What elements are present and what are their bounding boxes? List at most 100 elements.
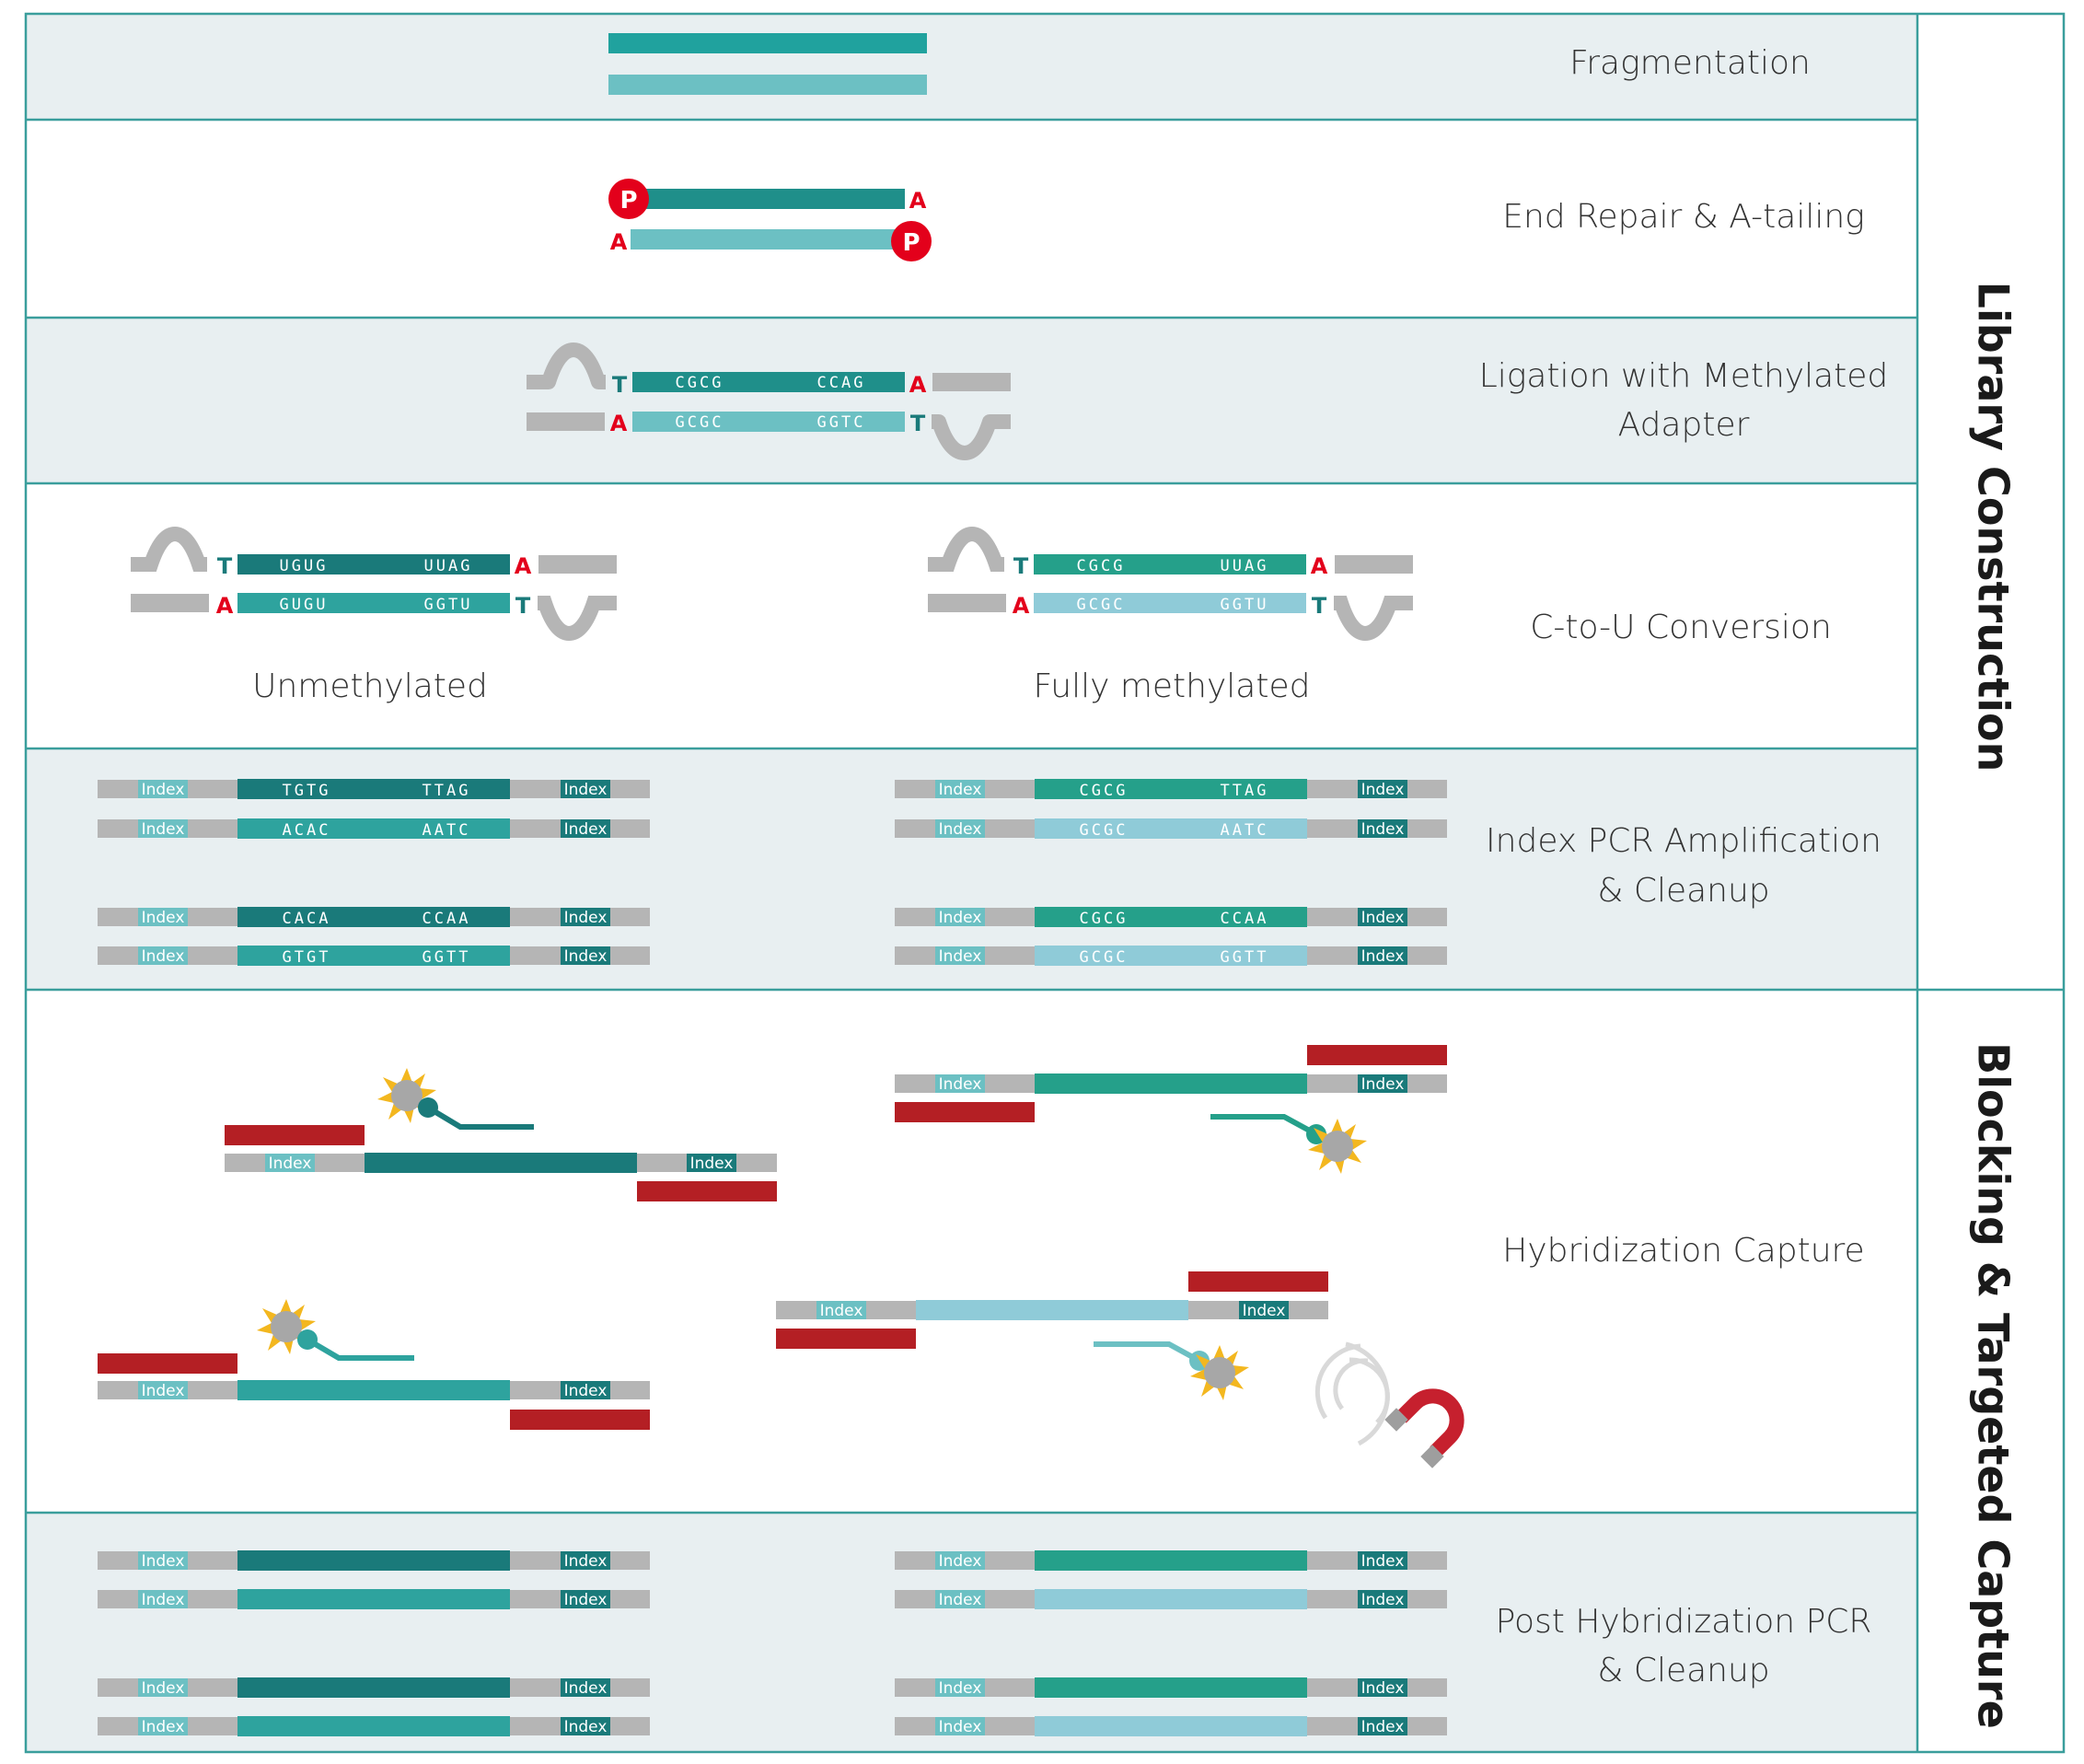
post-index-label: Index xyxy=(939,1679,982,1698)
pcr-index-tag-left xyxy=(935,780,985,798)
me-bottom-seq-left: GCGC xyxy=(1077,596,1126,614)
index-pcr-methylated: Index CGCG TTAG Index Index GCGC AATC In… xyxy=(895,779,1447,967)
step-fragmentation: Fragmentation xyxy=(1569,44,1811,82)
grid-lines xyxy=(24,12,2066,1754)
pcr-seq-right: GGTT xyxy=(423,948,471,967)
lig-top-strand xyxy=(632,372,905,392)
post-un-strand-4: Index Index xyxy=(98,1716,650,1736)
un-t-bottom: T xyxy=(515,593,531,619)
un-t-top: T xyxy=(217,553,233,579)
biotin-probe xyxy=(1094,1341,1201,1364)
post-index-label: Index xyxy=(142,1552,185,1571)
post-me-strand-4: Index Index xyxy=(895,1716,1447,1736)
blocker-oligo xyxy=(225,1125,365,1145)
post-insert xyxy=(237,1589,510,1609)
post-insert xyxy=(237,1550,510,1571)
post-un-strand-2: Index Index xyxy=(98,1589,650,1609)
post-hyb-methylated: Index Index Index Index Index Index xyxy=(895,1550,1447,1736)
fragment-top-strand xyxy=(608,33,927,53)
pcr-seq-left: CACA xyxy=(283,910,331,928)
step-labels: Fragmentation End Repair & A-tailing Lig… xyxy=(1479,44,1889,1689)
pcr-un-strand-2: Index ACAC AATC Index xyxy=(98,818,650,840)
pcr-un-strand-1: Index TGTG TTAG Index xyxy=(98,779,650,800)
hyb-index-label: Index xyxy=(690,1155,734,1173)
hyb-insert xyxy=(237,1380,510,1400)
hyb-insert xyxy=(365,1153,637,1173)
pcr-index-label-right: Index xyxy=(564,909,608,927)
band-fragmentation xyxy=(26,14,1917,120)
pcr-seq-right: AATC xyxy=(1221,821,1269,840)
un-adapter-loop-top xyxy=(131,526,207,572)
label-fully-methylated: Fully methylated xyxy=(1034,667,1311,705)
me-t-top: T xyxy=(1013,553,1029,579)
pcr-index-tag-left xyxy=(935,946,985,965)
me-adapter-bar-bottom xyxy=(928,594,1006,612)
hyb-index-label: Index xyxy=(939,1075,982,1094)
blocker-oligo xyxy=(637,1181,777,1201)
pcr-index-tag-left xyxy=(138,780,188,798)
step-post-hyb-line1: Post Hybridization PCR xyxy=(1496,1603,1872,1641)
step-ligation-line2: Adapter xyxy=(1618,406,1750,444)
un-adapter-loop-bottom xyxy=(538,596,617,642)
blocker-oligo xyxy=(98,1353,237,1374)
pcr-seq-right: AATC xyxy=(423,821,471,840)
hyb-index-label: Index xyxy=(1243,1302,1286,1320)
pcr-index-tag-right xyxy=(1358,908,1407,926)
biotin-icon xyxy=(297,1329,318,1350)
post-index-label: Index xyxy=(1361,1591,1405,1609)
pcr-me-strand-1: Index CGCG TTAG Index xyxy=(895,779,1447,800)
post-hyb-unmethylated: Index Index Index Index Index Index xyxy=(98,1550,650,1736)
end-repair-dna: P P A A xyxy=(608,179,932,261)
post-un-strand-3: Index Index xyxy=(98,1677,650,1698)
post-index-label: Index xyxy=(939,1718,982,1736)
un-top-seq-left: UGUG xyxy=(280,557,329,575)
pcr-insert xyxy=(237,907,510,927)
hyb-fragment-a: Index Index xyxy=(225,1068,777,1201)
pcr-index-tag-right xyxy=(561,908,610,926)
side-label-blocking-capture: Blocking & Targeted Capture xyxy=(1969,1042,2019,1729)
me-a-top: A xyxy=(1311,553,1328,579)
repair-bottom-strand xyxy=(631,229,907,250)
lig-a-top: A xyxy=(909,372,927,398)
post-index-tag-right xyxy=(1358,1551,1407,1570)
pcr-insert xyxy=(1035,946,1307,966)
post-index-label: Index xyxy=(142,1679,185,1698)
pcr-index-tag-right xyxy=(561,819,610,838)
lig-t-bottom: T xyxy=(910,411,926,436)
lig-top-seq-left: CGCG xyxy=(676,374,724,392)
pcr-index-tag-right xyxy=(561,946,610,965)
phosphate-left xyxy=(608,179,649,219)
pcr-index-tag-right xyxy=(561,780,610,798)
post-index-tag-right xyxy=(561,1590,610,1608)
me-a-bottom: A xyxy=(1013,593,1030,619)
post-index-tag-left xyxy=(138,1590,188,1608)
post-index-tag-right xyxy=(561,1678,610,1697)
un-top-seq-right: UUAG xyxy=(424,557,473,575)
hyb-index-tag-left xyxy=(265,1154,315,1172)
index-pcr-unmethylated: Index TGTG TTAG Index Index ACAC AATC In… xyxy=(98,779,650,967)
post-index-tag-left xyxy=(138,1551,188,1570)
fragment-bottom-strand xyxy=(608,75,927,95)
label-unmethylated: Unmethylated xyxy=(252,667,488,705)
un-bottom-seq-right: GGTU xyxy=(424,596,473,614)
pcr-seq-right: CCAA xyxy=(423,910,471,928)
pcr-index-label-right: Index xyxy=(564,781,608,799)
hyb-index-tag-left xyxy=(935,1074,985,1093)
post-index-label: Index xyxy=(939,1591,982,1609)
post-un-strand-1: Index Index xyxy=(98,1550,650,1571)
pcr-seq-left: CGCG xyxy=(1080,910,1129,928)
step-post-hyb-line2: & Cleanup xyxy=(1597,1652,1769,1689)
un-a-bottom: A xyxy=(216,593,234,619)
pcr-index-tag-left xyxy=(138,908,188,926)
post-index-tag-left xyxy=(138,1717,188,1735)
un-adapter-bar-bottom xyxy=(131,594,209,612)
hyb-index-tag-right xyxy=(687,1154,736,1172)
hyb-fragment-b: Index Index xyxy=(895,1045,1447,1174)
pcr-index-label-right: Index xyxy=(1361,909,1405,927)
me-top-seq-right: UUAG xyxy=(1221,557,1269,575)
hyb-fragment-d: Index Index xyxy=(776,1271,1328,1400)
post-index-label: Index xyxy=(1361,1552,1405,1571)
post-me-strand-1: Index Index xyxy=(895,1550,1447,1571)
a-tail-top: A xyxy=(909,188,927,214)
pcr-seq-left: ACAC xyxy=(283,821,331,840)
